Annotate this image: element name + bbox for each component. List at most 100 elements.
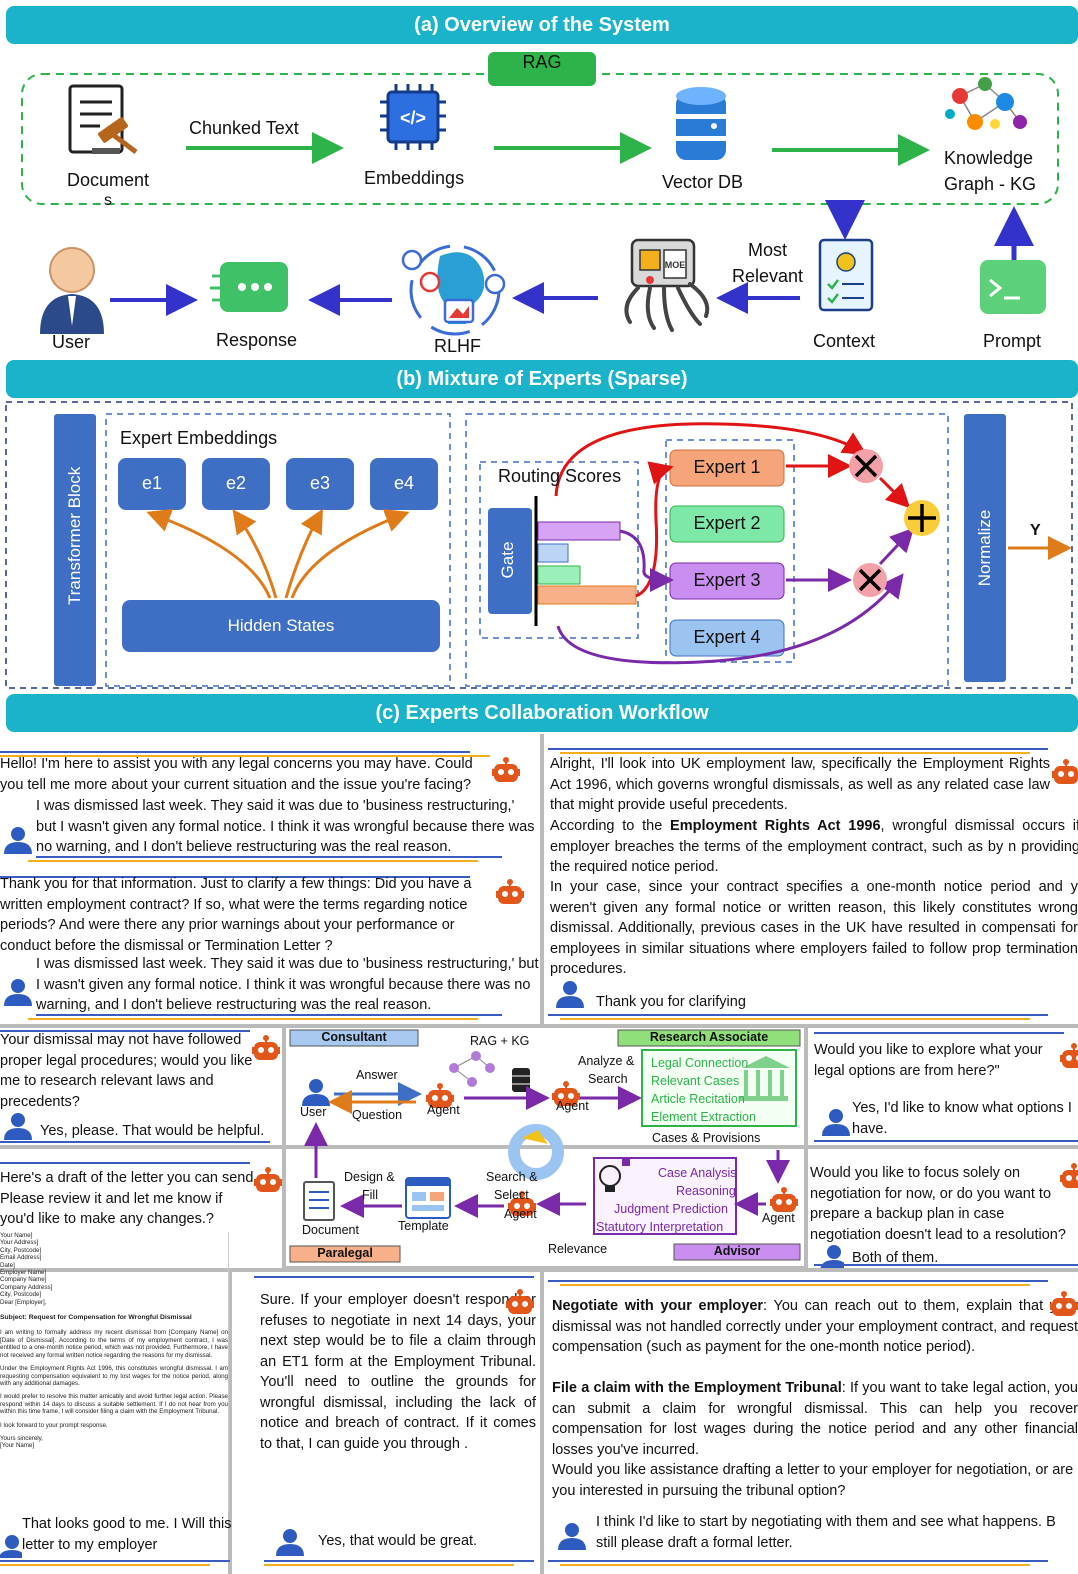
terminal-icon (980, 260, 1046, 314)
case-analysis-label: Case Analysis (658, 1166, 737, 1180)
rule (0, 876, 470, 878)
courthouse-icon (740, 1056, 790, 1101)
chat-paralegal-1: Here's a draft of the letter you can sen… (0, 1170, 258, 1227)
embedding-e2 (202, 458, 270, 510)
rule (814, 1140, 1078, 1142)
judgment-prediction-label: Judgment Prediction (614, 1202, 728, 1216)
rule (28, 1018, 478, 1020)
rule (814, 1264, 1078, 1266)
chat-icon (210, 262, 288, 312)
octopus-robot-icon: MOE (624, 238, 710, 332)
chat-user-thanks: Thank you for clarifying (596, 994, 746, 1010)
robot-icon (252, 1034, 281, 1061)
letter-p1: I am writing to formally address my rece… (0, 1329, 228, 1359)
letter-p3: I would prefer to resolve this matter am… (0, 1393, 228, 1416)
robot-icon (1060, 1042, 1078, 1069)
user-icon (558, 1523, 586, 1550)
rule (548, 1014, 1048, 1016)
workflow-diagram (289, 1029, 801, 1263)
routing-bar-1 (537, 585, 637, 605)
chunked-text-label: Chunked Text (189, 118, 299, 138)
user-label: User (52, 332, 91, 352)
rule (560, 1018, 1030, 1020)
robot-icon (506, 1288, 535, 1315)
wf-user-icon (302, 1079, 330, 1106)
wf-document-label: Document (302, 1223, 359, 1237)
e1-label: e1 (141, 473, 163, 493)
letter-header-6: Company Name] (0, 1276, 47, 1284)
chat-research-2-post: , wrongful dismissal occurs if employer … (550, 818, 1078, 875)
chat-consultant-2: Thank you for that information. Just to … (0, 876, 472, 954)
paralegal-tag: Paralegal (317, 1246, 373, 1260)
rule (264, 1560, 534, 1562)
transformer-block-label: Transformer Block (65, 466, 84, 605)
svg-text:MOE: MOE (665, 260, 686, 270)
cases-provisions-label: Cases & Provisions (652, 1131, 761, 1145)
hidden-states-box (122, 600, 440, 652)
rag-tag (488, 52, 596, 86)
chat-user-7: Yes, that would be great. (318, 1533, 478, 1549)
chat-user-4: That looks good to me. I Will this lette… (22, 1516, 232, 1553)
design-fill-label-1: Design & (344, 1170, 395, 1184)
letter-header-7: Company Address] (0, 1283, 53, 1291)
rule (0, 1564, 210, 1566)
embeddings-label: Embeddings (364, 168, 465, 188)
chat-user-8: I think I'd like to start by negotiating… (596, 1514, 1056, 1551)
robot-icon (492, 756, 521, 783)
routing-bar-4 (537, 543, 569, 563)
y-label: Y (1030, 522, 1041, 539)
response-label: Response (216, 330, 298, 350)
letter-header-2: City, Postcode] (0, 1246, 42, 1254)
e2-label: e2 (225, 473, 247, 493)
chat-user-6: Both of them. (852, 1250, 939, 1266)
template-icon (405, 1177, 451, 1219)
rule (0, 1162, 250, 1164)
rule (0, 1030, 250, 1032)
letter-header-1: Your Address] (0, 1239, 39, 1247)
brain-icon (401, 244, 506, 336)
database-icon (676, 87, 726, 160)
search-select-label-2: Select (494, 1188, 529, 1202)
rule (36, 856, 502, 858)
user-icon (40, 247, 104, 334)
letter-header-0: Your Name] (0, 1232, 33, 1239)
rule (28, 860, 478, 862)
lightbulb-gear-icon (599, 1158, 630, 1192)
chat-user-5: Yes, I'd like to know what options I hav… (852, 1100, 1072, 1137)
chip-icon: </> (380, 84, 446, 150)
rule (254, 1276, 534, 1278)
expert-3-label: Expert 3 (693, 570, 761, 590)
user-icon (0, 1535, 22, 1558)
letter-p4: I look forward to your prompt response. (0, 1421, 108, 1429)
transformer-block (54, 414, 96, 686)
chat-research-2-pre: According to the (550, 818, 671, 834)
document-gavel-icon (68, 84, 138, 154)
routing-bar-3 (537, 521, 621, 541)
divider-v-bottom (540, 1270, 544, 1574)
context-doc-icon (818, 238, 874, 312)
search-label: Search (588, 1072, 628, 1086)
question-label: Question (352, 1108, 403, 1122)
letter-subject: Subject: Request for Compensation for Wr… (0, 1314, 192, 1322)
vector-db-label: Vector DB (662, 172, 744, 192)
wf-agent-label-1: Agent (427, 1103, 460, 1117)
mini-kg-icon (449, 1051, 495, 1087)
normalize-box (964, 414, 1006, 682)
expert-4-label: Expert 4 (693, 627, 761, 647)
divider-h-2 (0, 1145, 1078, 1149)
knowledge-graph-icon (945, 77, 1027, 130)
rlhf-label: RLHF (434, 336, 482, 356)
mini-db-icon (512, 1068, 530, 1092)
svg-text:</>: </> (400, 108, 426, 128)
multiply-node-1 (849, 449, 883, 483)
prompt-label: Prompt (983, 331, 1042, 351)
chat-consultant-3: Your dismissal may not have followed pro… (0, 1032, 253, 1110)
documents-label: Document (67, 170, 150, 190)
gate-label: Gate (498, 541, 517, 579)
expert-2-label: Expert 2 (693, 513, 761, 533)
rule (36, 1014, 502, 1016)
overview-diagram: </> (21, 52, 1059, 336)
most-relevant-label-1: Most (748, 240, 788, 260)
documents-label-tail: s (104, 192, 112, 209)
user-icon (4, 979, 32, 1006)
